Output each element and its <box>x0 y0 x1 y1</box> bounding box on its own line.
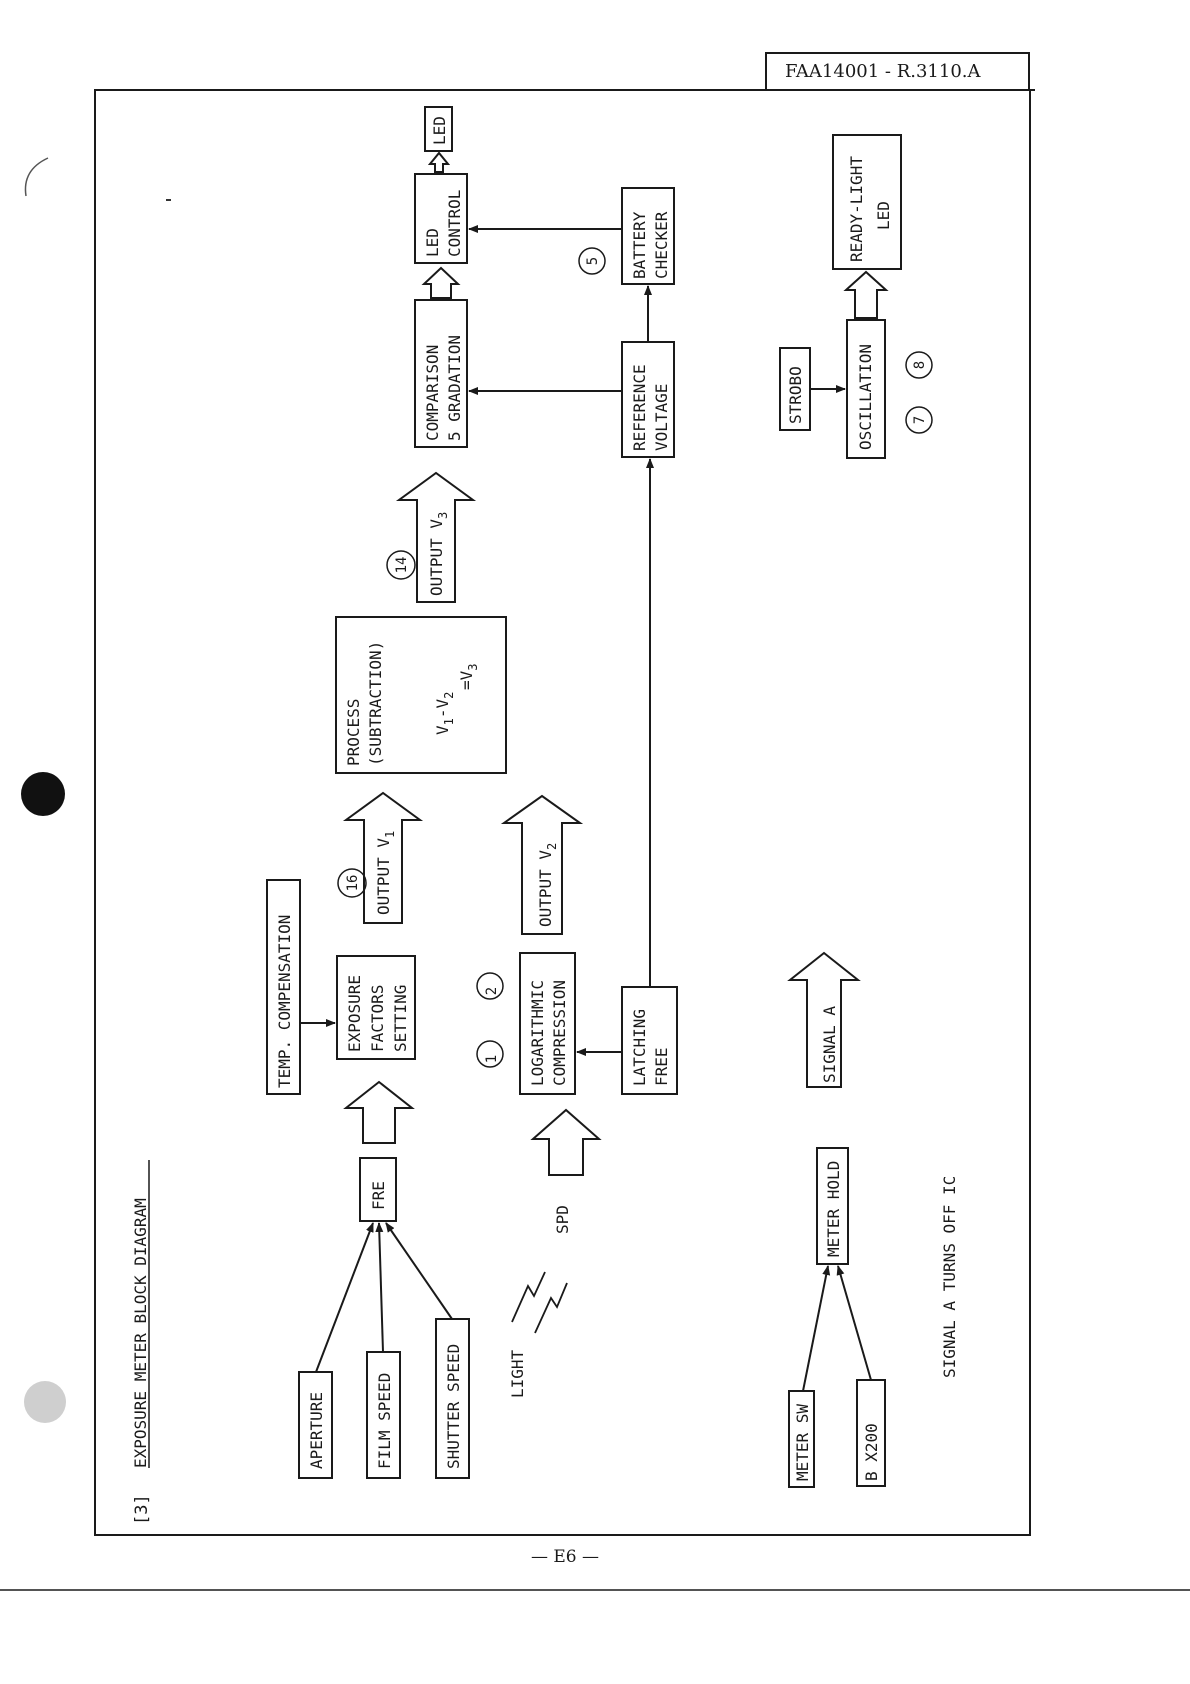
latching-label-2: FREE <box>652 1047 671 1086</box>
signal-a-label: SIGNAL A <box>820 1006 839 1083</box>
fre-to-exposure-block-arrow <box>343 1080 415 1144</box>
light-label: LIGHT <box>508 1349 527 1398</box>
led-control-box <box>414 173 468 264</box>
pin-marker-2-circle <box>476 972 504 1000</box>
pin-marker-5: 5 <box>585 257 601 265</box>
meter-hold-label: METER HOLD <box>824 1161 843 1257</box>
oscillation-box <box>846 319 886 459</box>
fre-label: FRE <box>369 1181 388 1210</box>
process-formula-1: V1-V2 <box>433 692 456 735</box>
meter-sw-box <box>788 1390 815 1488</box>
battery-label-2: CHECKER <box>652 211 671 279</box>
ready-light-label-2: LED <box>874 201 893 230</box>
output-v3-label: OUTPUT V3 <box>427 512 450 596</box>
signal-note: SIGNAL A TURNS OFF IC <box>940 1176 959 1378</box>
shutter-speed-to-fre-line <box>385 1222 453 1320</box>
pin-marker-8-circle <box>905 351 933 379</box>
pin-marker-16: 16 <box>345 875 361 892</box>
output-v2-label: OUTPUT V2 <box>536 843 559 927</box>
output-v1-label: OUTPUT V1 <box>374 831 397 915</box>
film-speed-to-fre-line <box>375 1222 384 1353</box>
output-v2-block-arrow <box>500 794 584 935</box>
logarithmic-box <box>519 952 576 1095</box>
page-footer: — E6 — <box>530 1547 600 1567</box>
pin-marker-14-circle <box>386 550 416 580</box>
pin-marker-2: 2 <box>484 987 500 995</box>
process-formula-2: =V3 <box>457 664 480 691</box>
pin-marker-1-circle <box>476 1040 504 1068</box>
spd-block-arrow <box>530 1108 602 1176</box>
exposure-factors-label-2: FACTORS <box>368 985 387 1052</box>
process-label-2: (SUBTRACTION) <box>366 641 385 766</box>
signal-a-block-arrow <box>787 951 861 1088</box>
pin-marker-16-circle <box>337 868 367 898</box>
reference-label-1: REFERENCE <box>630 364 649 451</box>
ready-light-box <box>832 134 902 270</box>
latching-label-1: LATCHING <box>630 1009 649 1086</box>
logarithmic-label-2: COMPRESSION <box>550 980 569 1086</box>
exposure-factors-box <box>336 955 416 1060</box>
film-speed-label: FILM SPEED <box>375 1373 394 1469</box>
comparison-label-2: 5 GRADATION <box>445 335 464 441</box>
logarithmic-label-1: LOGARITHMIC <box>528 980 547 1086</box>
oscillation-to-ready-light-block-arrow <box>843 270 889 319</box>
pin-marker-1: 1 <box>484 1055 500 1063</box>
meter-sw-to-hold-line <box>802 1265 831 1392</box>
light-ray-icon-2 <box>534 1282 568 1334</box>
aperture-label: APERTURE <box>307 1392 326 1469</box>
battery-box <box>621 187 675 285</box>
fre-box <box>359 1157 397 1222</box>
temp-compensation-box <box>266 879 301 1095</box>
shutter-speed-box <box>435 1318 470 1479</box>
pin-marker-8: 8 <box>912 361 928 369</box>
oscillation-label: OSCILLATION <box>856 344 875 450</box>
pin-marker-7: 7 <box>912 416 928 424</box>
diagram-title: EXPOSURE METER BLOCK DIAGRAM <box>131 1198 150 1468</box>
pin-marker-7-circle <box>905 406 933 434</box>
section-number: [3] <box>132 1494 152 1525</box>
aperture-to-fre-line <box>315 1222 374 1373</box>
light-ray-icon <box>511 1271 546 1323</box>
exposure-factors-label-1: EXPOSURE <box>345 975 364 1052</box>
punch-hole-mark <box>21 772 65 816</box>
ready-light-label-1: READY-LIGHT <box>847 156 866 262</box>
b-x200-to-hold-line <box>836 1265 872 1381</box>
output-v1-block-arrow <box>342 791 424 924</box>
led-control-label-2: CONTROL <box>445 190 464 257</box>
comparison-to-led-control-block-arrow <box>421 266 461 299</box>
comparison-label-1: COMPARISON <box>423 345 442 441</box>
meter-hold-box <box>816 1147 849 1265</box>
shutter-speed-label: SHUTTER SPEED <box>444 1344 463 1469</box>
b-x200-label: B X200 <box>862 1423 881 1481</box>
punch-hole-faint-mark <box>24 1381 66 1423</box>
led-box <box>424 106 453 152</box>
spd-label: SPD <box>553 1205 572 1234</box>
film-speed-box <box>366 1351 401 1479</box>
battery-label-1: BATTERY <box>630 211 649 279</box>
process-box <box>335 616 507 774</box>
aperture-box <box>298 1371 333 1479</box>
pin-marker-5-circle <box>578 247 606 275</box>
output-v3-block-arrow <box>395 471 477 603</box>
temp-compensation-label: TEMP. COMPENSATION <box>275 915 294 1088</box>
diagram-frame <box>94 89 1031 1536</box>
exposure-factors-label-3: SETTING <box>391 985 410 1052</box>
document-id: FAA14001 - R.3110.A <box>765 52 1030 90</box>
comparison-box <box>414 299 468 448</box>
strobo-label: STROBO <box>786 366 805 424</box>
meter-sw-label: METER SW <box>793 1404 812 1481</box>
led-control-label-1: LED <box>423 228 442 257</box>
led-label: LED <box>430 116 449 145</box>
scan-arc-mark <box>24 157 49 197</box>
pin-marker-14: 14 <box>394 557 410 574</box>
led-control-to-led-block-arrow <box>427 151 451 173</box>
process-label-1: PROCESS <box>344 699 363 766</box>
reference-label-2: VOLTAGE <box>652 384 671 451</box>
